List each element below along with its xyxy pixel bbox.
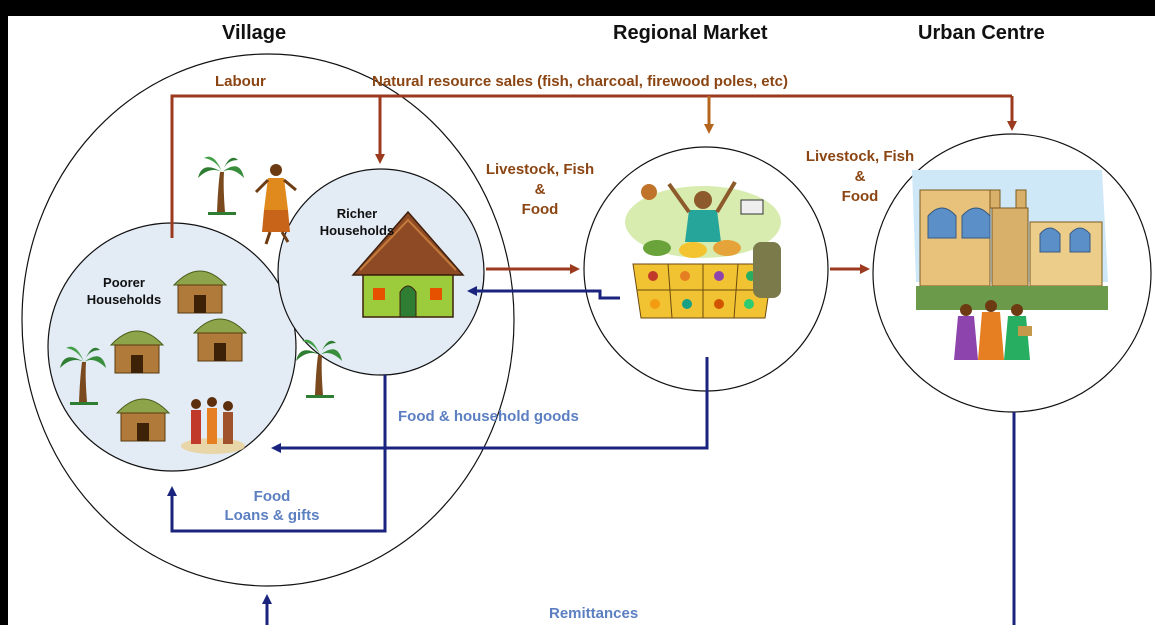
food-household-goods-label: Food & household goods xyxy=(398,408,579,425)
dancer-icon xyxy=(254,164,297,245)
poorer-line: Poorer xyxy=(103,275,145,290)
labour-label: Labour xyxy=(215,73,266,90)
ampersand-label-line: & xyxy=(534,181,546,198)
households-line: Households xyxy=(86,292,162,307)
loans-gifts-line: Loans & gifts xyxy=(224,507,320,524)
villagers-icon xyxy=(181,397,245,454)
ampersand-label-line: & xyxy=(854,168,866,185)
market-to-richer-flow xyxy=(467,286,620,300)
natural-resource-sales-label: Natural resource sales (fish, charcoal, … xyxy=(372,73,788,90)
food-label-line: Food xyxy=(521,201,559,218)
labour-flow-line xyxy=(170,94,1012,238)
townspeople-icon xyxy=(954,300,1032,360)
city-buildings-icon xyxy=(912,170,1108,310)
regional-market-header: Regional Market xyxy=(613,22,768,44)
palm-tree-icon xyxy=(198,156,244,215)
palm-tree-icon xyxy=(60,346,106,405)
livestock-label-line: Livestock, Fish xyxy=(485,161,595,178)
food-loans-gifts-label: Food Loans & gifts xyxy=(205,487,339,525)
richer-line: Richer xyxy=(336,206,378,221)
village-huts-icon xyxy=(109,270,248,442)
livestock-label-line: Livestock, Fish xyxy=(805,148,915,165)
livestock-fish-food-label-2: Livestock, Fish & Food xyxy=(788,147,932,207)
food-label-line: Food xyxy=(841,188,879,205)
palm-tree-icon xyxy=(296,339,342,398)
food-line: Food xyxy=(253,488,291,505)
poorer-households-label: Poorer Households xyxy=(78,274,170,308)
remittances-label: Remittances xyxy=(549,605,639,622)
food-household-goods-flow xyxy=(271,357,709,453)
urban-centre-header: Urban Centre xyxy=(918,22,1045,44)
richer-households-label: Richer Households xyxy=(318,205,396,239)
market-vendor-icon xyxy=(625,180,781,319)
livestock-fish-food-label-1: Livestock, Fish & Food xyxy=(478,160,602,220)
hut-icon xyxy=(351,210,465,318)
food-loans-flow xyxy=(167,375,387,533)
poorer-households-circle xyxy=(47,222,297,472)
households-line: Households xyxy=(319,223,395,238)
village-header: Village xyxy=(222,22,287,44)
